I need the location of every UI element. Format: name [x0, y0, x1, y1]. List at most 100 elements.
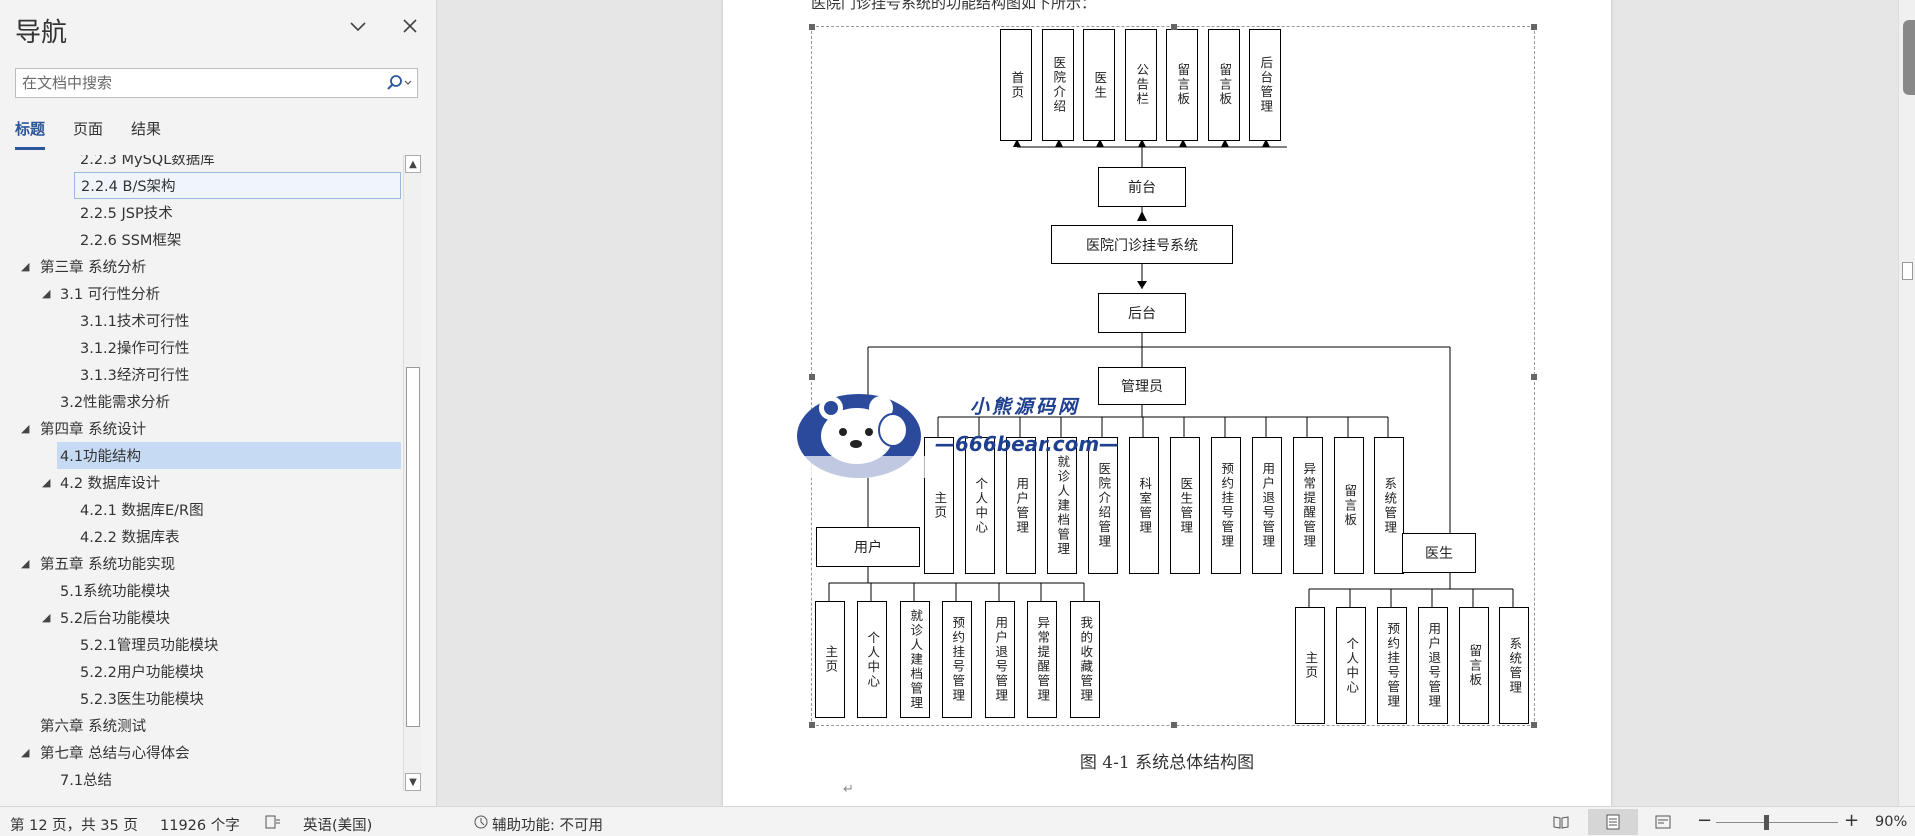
- resize-handle[interactable]: [1171, 722, 1177, 728]
- resize-handle[interactable]: [1531, 374, 1537, 380]
- diagram-node: 医生: [1083, 29, 1115, 141]
- scrollbar-thumb[interactable]: [1902, 262, 1913, 280]
- zoom-out-button[interactable]: −: [1697, 810, 1713, 831]
- diagram-node: 异常提醒管理: [1293, 437, 1323, 574]
- document-scrollbar[interactable]: [1898, 0, 1915, 806]
- nav-heading-item[interactable]: ◢第五章 系统功能实现: [0, 550, 401, 577]
- nav-heading-label: 5.2.3医生功能模块: [80, 692, 204, 708]
- search-icon[interactable]: [383, 73, 413, 93]
- diagram-node: 留言板: [1459, 607, 1489, 724]
- nav-heading-label: 2.2.3 MySQL数据库: [80, 155, 215, 168]
- diagram-node: 主页: [1295, 607, 1325, 724]
- print-layout-button[interactable]: [1588, 809, 1638, 835]
- accessibility-icon[interactable]: [472, 813, 490, 831]
- zoom-level[interactable]: 90%: [1875, 814, 1908, 830]
- diagram-node: 预约挂号管理: [942, 601, 972, 718]
- nav-heading-label: 3.2性能需求分析: [60, 395, 171, 411]
- expand-triangle-icon[interactable]: ◢: [21, 745, 30, 759]
- chevron-down-icon[interactable]: [346, 14, 370, 38]
- nav-heading-label: 2.2.4 B/S架构: [81, 179, 176, 195]
- expand-triangle-icon[interactable]: ◢: [21, 421, 30, 435]
- nav-heading-item[interactable]: 7.1总结: [0, 766, 401, 791]
- nav-heading-item[interactable]: 4.2.2 数据库表: [0, 523, 401, 550]
- expand-triangle-icon[interactable]: ◢: [42, 286, 51, 300]
- nav-heading-item[interactable]: 5.2.2用户功能模块: [0, 658, 401, 685]
- close-icon[interactable]: [398, 14, 422, 38]
- search-input[interactable]: [22, 72, 382, 94]
- tab-headings[interactable]: 标题: [15, 118, 46, 150]
- diagram-node: 就诊人建档管理: [900, 601, 930, 718]
- web-layout-icon[interactable]: [1654, 813, 1672, 831]
- nav-heading-item[interactable]: 5.1系统功能模块: [0, 577, 401, 604]
- diagram-node: 留言板: [1208, 29, 1240, 141]
- language-indicator[interactable]: 英语(美国): [303, 818, 373, 834]
- expand-triangle-icon[interactable]: ◢: [21, 556, 30, 570]
- nav-heading-label: 5.1系统功能模块: [60, 584, 171, 600]
- nav-heading-label: 4.2.2 数据库表: [80, 530, 180, 546]
- nav-heading-item[interactable]: 3.1.2操作可行性: [0, 334, 401, 361]
- page-count[interactable]: 第 12 页，共 35 页: [10, 818, 138, 834]
- nav-heading-item[interactable]: 3.1.1技术可行性: [0, 307, 401, 334]
- resize-handle[interactable]: [1531, 722, 1537, 728]
- nav-heading-item[interactable]: ◢4.2 数据库设计: [0, 469, 401, 496]
- diagram-node: 科室管理: [1129, 437, 1159, 574]
- zoom-slider-thumb[interactable]: [1764, 815, 1769, 830]
- figure-caption: 图 4-1 系统总体结构图: [1079, 753, 1255, 773]
- nav-heading-item[interactable]: ◢ 第四章 系统设计: [0, 415, 401, 442]
- word-count[interactable]: 11926 个字: [160, 818, 240, 834]
- nav-heading-item[interactable]: 5.2.1管理员功能模块: [0, 631, 401, 658]
- scroll-up-button[interactable]: ▲: [405, 155, 421, 173]
- nav-heading-item[interactable]: 2.2.3 MySQL数据库: [0, 155, 401, 172]
- nav-heading-item[interactable]: 2.2.5 JSP技术: [0, 199, 401, 226]
- watermark-url: —666bear.com—: [935, 432, 1120, 456]
- diagram-node: 医生管理: [1170, 437, 1200, 574]
- nav-heading-item[interactable]: 2.2.4 B/S架构: [74, 172, 401, 199]
- paragraph-mark: ↵: [843, 782, 854, 797]
- tab-results[interactable]: 结果: [131, 120, 162, 138]
- scrollbar-thumb[interactable]: [406, 367, 420, 727]
- print-layout-icon: [1606, 814, 1620, 830]
- nav-heading-item[interactable]: 4.1功能结构: [57, 442, 401, 469]
- nav-heading-label: 3.1.3经济可行性: [80, 368, 190, 384]
- expand-triangle-icon[interactable]: ◢: [42, 475, 51, 489]
- zoom-in-button[interactable]: +: [1844, 810, 1860, 831]
- diagram-node: 异常提醒管理: [1027, 601, 1057, 718]
- nav-heading-label: 3.1.2操作可行性: [80, 341, 190, 357]
- nav-heading-item[interactable]: 第六章 系统测试: [0, 712, 401, 739]
- nav-heading-item[interactable]: 3.1.3经济可行性: [0, 361, 401, 388]
- nav-heading-label: 5.2后台功能模块: [60, 611, 171, 627]
- accessibility-status[interactable]: 辅助功能: 不可用: [492, 818, 603, 834]
- expand-triangle-icon[interactable]: ◢: [42, 610, 51, 624]
- diagram-node-backend: 后台: [1098, 293, 1186, 333]
- tab-pages[interactable]: 页面: [73, 120, 104, 138]
- read-mode-icon[interactable]: [1552, 813, 1570, 831]
- diagram-node: 用户退号管理: [1418, 607, 1448, 724]
- proofing-icon[interactable]: [264, 813, 282, 831]
- expand-triangle-icon[interactable]: ◢: [21, 259, 30, 273]
- nav-heading-item[interactable]: ◢3.1 可行性分析: [0, 280, 401, 307]
- nav-scrollbar[interactable]: ▲ ▼: [403, 155, 421, 791]
- nav-heading-label: 第四章 系统设计: [40, 422, 147, 438]
- nav-heading-item[interactable]: 2.2.6 SSM框架: [0, 226, 401, 253]
- diagram-node: 个人中心: [857, 601, 887, 718]
- diagram-node: 后台管理: [1249, 29, 1281, 141]
- nav-heading-item[interactable]: ◢第三章 系统分析: [0, 253, 401, 280]
- nav-heading-item[interactable]: 5.2.3医生功能模块: [0, 685, 401, 712]
- resize-handle[interactable]: [809, 24, 815, 30]
- diagram-node: 留言板: [1334, 437, 1364, 574]
- resize-handle[interactable]: [1171, 24, 1177, 30]
- resize-handle[interactable]: [1531, 24, 1537, 30]
- nav-heading-label: 2.2.5 JSP技术: [80, 206, 173, 222]
- nav-heading-item[interactable]: 4.2.1 数据库E/R图: [0, 496, 401, 523]
- nav-heading-item[interactable]: ◢第七章 总结与心得体会: [0, 739, 401, 766]
- scroll-down-button[interactable]: ▼: [405, 773, 421, 791]
- resize-handle[interactable]: [809, 374, 815, 380]
- zoom-slider[interactable]: [1716, 822, 1838, 823]
- nav-heading-label: 4.1功能结构: [60, 449, 142, 465]
- nav-heading-item[interactable]: ◢ 5.2后台功能模块: [0, 604, 401, 631]
- structure-diagram[interactable]: 首页 医院介绍 医生 公告栏 留言板 留言板 后台管理 前台 医院门诊挂号系统 …: [809, 24, 1537, 728]
- nav-heading-item[interactable]: 3.2性能需求分析: [0, 388, 401, 415]
- side-panel-edge[interactable]: [1903, 20, 1915, 95]
- resize-handle[interactable]: [809, 722, 815, 728]
- connector-lines: [828, 139, 1514, 607]
